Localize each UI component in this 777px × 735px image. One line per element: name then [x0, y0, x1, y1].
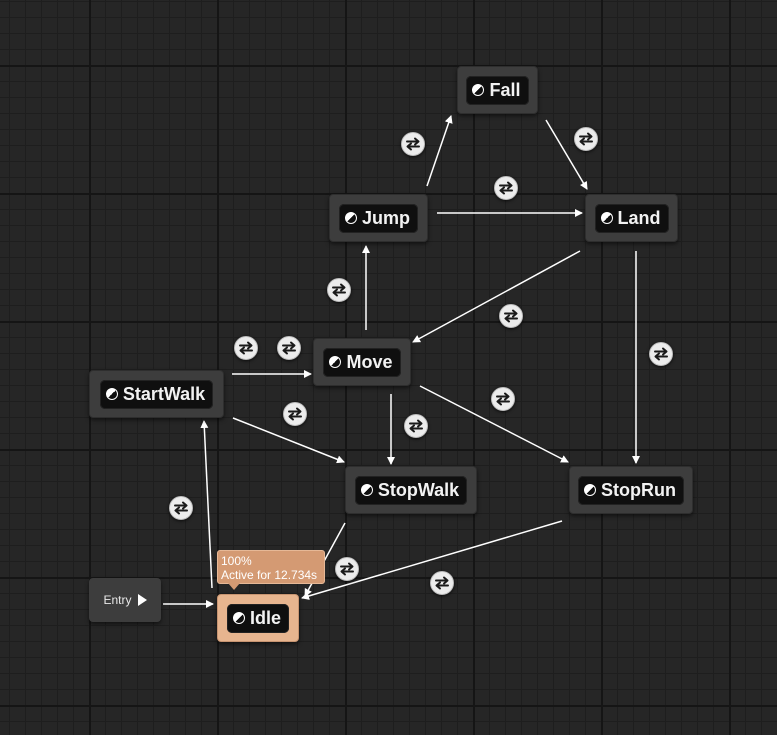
state-node-move[interactable]: Move	[313, 338, 411, 386]
play-triangle-icon	[137, 594, 147, 606]
entry-node[interactable]: Entry	[89, 578, 161, 622]
state-node-idle-title: Idle	[226, 603, 289, 633]
transition-arrows-icon	[174, 501, 188, 515]
transition-arrows-icon	[496, 392, 510, 406]
state-node-land[interactable]: Land	[585, 194, 678, 242]
transition-arrows-icon	[654, 347, 668, 361]
wire-fall-land	[545, 119, 588, 190]
tooltip-active-time: Active for 12.734s	[221, 568, 318, 582]
wire-land-move	[412, 250, 581, 343]
state-node-jump-title: Jump	[338, 203, 418, 233]
state-icon	[105, 388, 118, 400]
state-label-move: Move	[346, 351, 393, 372]
wire-move-stoprun	[419, 385, 569, 463]
wire-jump-fall	[426, 115, 453, 187]
state-icon	[600, 212, 613, 224]
state-node-land-title: Land	[594, 203, 669, 233]
transition-stoprun-idle-icon[interactable]	[430, 571, 454, 595]
state-icon	[584, 484, 596, 496]
transition-move-jump-icon[interactable]	[327, 278, 351, 302]
transition-land-move-icon[interactable]	[499, 304, 523, 328]
transition-arrows-icon	[406, 137, 420, 151]
state-node-stopwalk-title: StopWalk	[354, 475, 468, 505]
state-node-move-title: Move	[323, 347, 401, 377]
transition-arrows-icon	[340, 562, 354, 576]
transition-idle-startwalk-icon[interactable]	[169, 496, 193, 520]
state-label-stoprun: StopRun	[601, 479, 676, 500]
state-node-stoprun[interactable]: StopRun	[569, 466, 693, 514]
state-node-idle[interactable]: Idle	[217, 594, 299, 642]
transition-stopwalk-idle-icon[interactable]	[335, 557, 359, 581]
transition-startwalk-stopwalk-icon[interactable]	[283, 402, 307, 426]
wire-idle-startwalk	[200, 420, 213, 589]
transition-arrows-icon	[332, 283, 346, 297]
state-icon	[472, 84, 485, 96]
state-label-stopwalk: StopWalk	[377, 479, 460, 500]
transition-arrows-icon	[288, 407, 302, 421]
transition-startwalk-move-icon[interactable]	[234, 336, 258, 360]
state-label-idle: Idle	[249, 607, 281, 628]
wire-startwalk-stopwalk	[232, 417, 345, 464]
transition-arrows-icon	[435, 576, 449, 590]
state-icon	[232, 612, 245, 624]
transition-move-stopwalk-icon[interactable]	[404, 414, 428, 438]
state-node-fall[interactable]: Fall	[457, 66, 538, 114]
transition-move-startwalk-icon[interactable]	[277, 336, 301, 360]
transition-arrows-icon	[504, 309, 518, 323]
state-node-stoprun-title: StopRun	[578, 475, 684, 505]
transition-arrows-icon	[239, 341, 253, 355]
transition-arrows-icon	[409, 419, 423, 433]
state-label-jump: Jump	[361, 207, 410, 228]
state-node-startwalk-title: StartWalk	[99, 379, 214, 409]
state-node-fall-title: Fall	[466, 75, 529, 105]
transition-arrows-icon	[579, 132, 593, 146]
state-icon	[329, 356, 342, 368]
state-label-fall: Fall	[489, 79, 521, 100]
transition-jump-fall-icon[interactable]	[401, 132, 425, 156]
state-label-land: Land	[617, 207, 661, 228]
tooltip-weight: 100%	[221, 554, 252, 568]
wire-stoprun-idle	[301, 520, 563, 600]
transition-fall-land-icon[interactable]	[574, 127, 598, 151]
entry-label: Entry	[103, 593, 132, 607]
state-icon	[360, 484, 373, 496]
state-node-jump[interactable]: Jump	[329, 194, 428, 242]
state-node-startwalk[interactable]: StartWalk	[89, 370, 224, 418]
state-icon	[344, 212, 357, 224]
transition-arrows-icon	[282, 341, 296, 355]
transition-arrows-icon	[499, 181, 513, 195]
state-node-stopwalk[interactable]: StopWalk	[345, 466, 477, 514]
transition-jump-land-icon[interactable]	[494, 176, 518, 200]
state-label-startwalk: StartWalk	[122, 383, 206, 404]
transition-land-stoprun-icon[interactable]	[649, 342, 673, 366]
transition-move-stoprun-icon[interactable]	[491, 387, 515, 411]
active-state-tooltip: 100% Active for 12.734s	[217, 550, 325, 590]
